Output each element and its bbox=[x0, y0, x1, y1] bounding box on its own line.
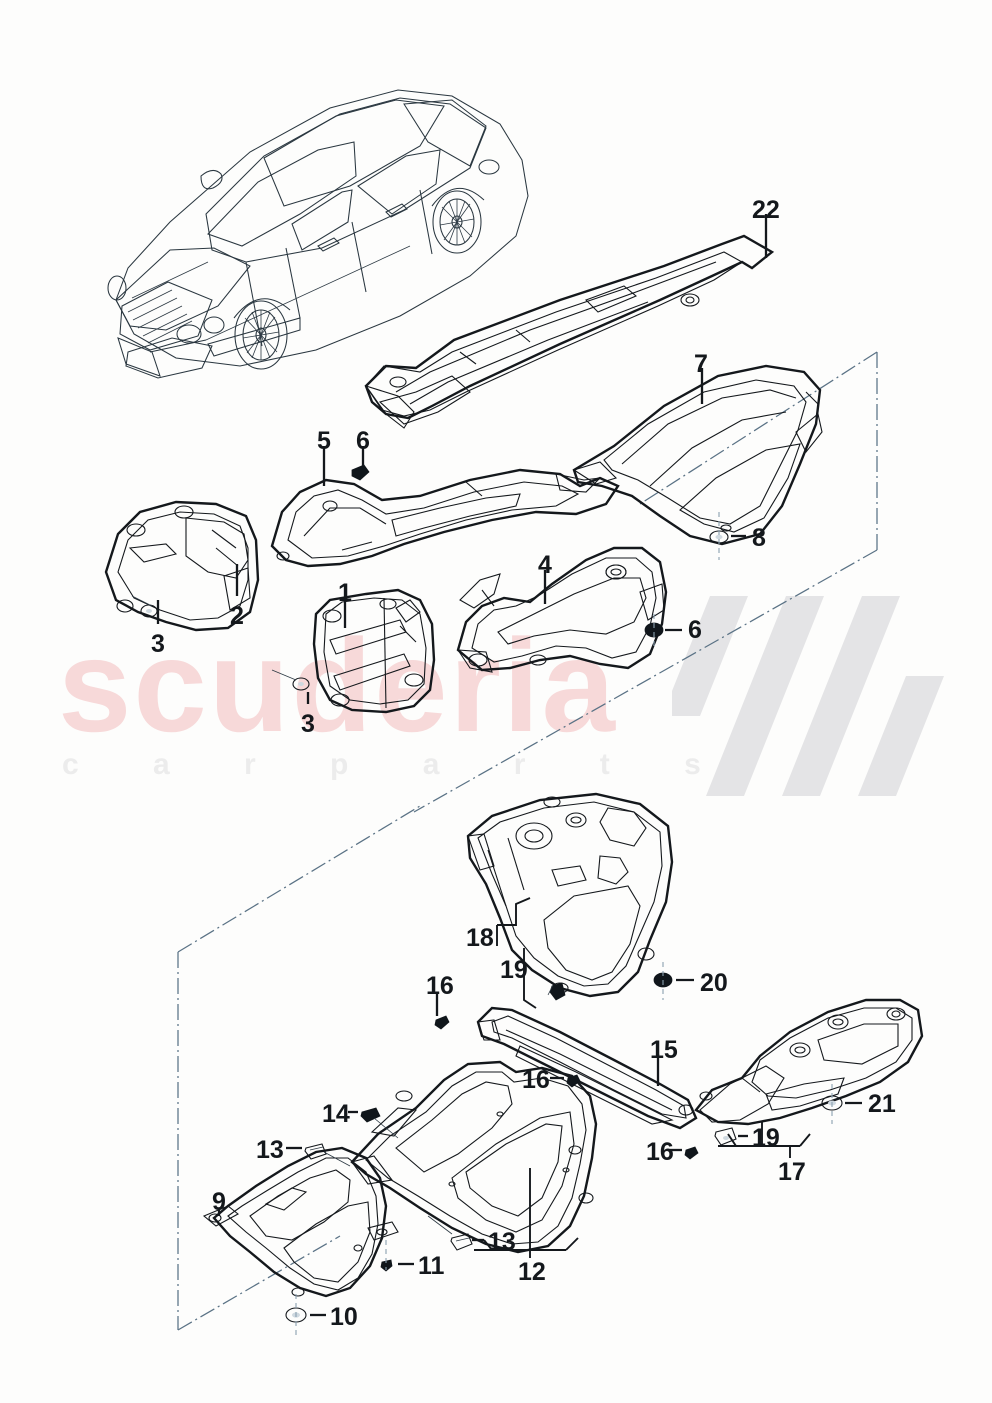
callout-3-a: 3 bbox=[151, 630, 165, 658]
callout-16-a: 16 bbox=[426, 972, 454, 1000]
part-2-heat-shield bbox=[104, 500, 260, 632]
fastener-13-clip-a bbox=[304, 1143, 327, 1160]
callout-6-a: 6 bbox=[356, 427, 370, 455]
group-boundary-upper bbox=[413, 351, 878, 813]
part-12-heat-shield bbox=[350, 1060, 598, 1254]
part-17-heat-shield bbox=[694, 998, 924, 1126]
rear-wheel bbox=[432, 190, 482, 254]
vehicle-illustration bbox=[107, 89, 529, 379]
fastener-8-washer bbox=[709, 512, 729, 560]
part-9-heat-shield bbox=[202, 1146, 399, 1298]
callout-13-b: 13 bbox=[488, 1228, 516, 1256]
callout-11: 11 bbox=[418, 1252, 445, 1280]
part-7-heat-shield bbox=[572, 364, 823, 546]
fastener-16-bolt-c bbox=[684, 1146, 699, 1160]
group-boundary-lower bbox=[177, 805, 421, 1331]
fastener-11-screw bbox=[380, 1240, 393, 1272]
callout-14: 14 bbox=[322, 1100, 350, 1128]
fastener-14-clip bbox=[360, 1107, 381, 1123]
part-22-heat-shield bbox=[364, 234, 775, 429]
callout-20: 20 bbox=[700, 969, 728, 997]
callout-19-a: 19 bbox=[500, 956, 528, 984]
callout-8: 8 bbox=[752, 524, 766, 552]
callout-16-c: 16 bbox=[646, 1138, 674, 1166]
callout-13-a: 13 bbox=[256, 1136, 284, 1164]
callout-17: 17 bbox=[778, 1158, 806, 1186]
callout-21: 21 bbox=[868, 1090, 896, 1118]
callout-1: 1 bbox=[338, 579, 352, 607]
fastener-19-clip-b bbox=[714, 1127, 737, 1146]
callout-18: 18 bbox=[466, 924, 494, 952]
fastener-21-grommet bbox=[821, 1084, 843, 1124]
part-4-heat-shield bbox=[456, 546, 668, 673]
fastener-13-clip-b bbox=[450, 1233, 473, 1251]
callout-5: 5 bbox=[317, 427, 331, 455]
callout-7: 7 bbox=[694, 350, 708, 378]
fastener-16-bolt-b bbox=[566, 1074, 581, 1088]
fastener-3-grommet-b bbox=[292, 677, 310, 691]
callout-4: 4 bbox=[538, 551, 552, 579]
callout-9: 9 bbox=[212, 1188, 226, 1216]
fastener-20-grommet bbox=[653, 962, 673, 1000]
fastener-10-washer bbox=[285, 1294, 307, 1336]
part-18-heat-shield bbox=[466, 792, 674, 998]
callout-10: 10 bbox=[330, 1303, 358, 1331]
callout-15: 15 bbox=[650, 1036, 678, 1064]
part-1-heat-shield bbox=[312, 588, 436, 714]
part-5-heat-shield bbox=[270, 468, 620, 568]
callout-22: 22 bbox=[752, 196, 780, 224]
fastener-19-clip-a bbox=[549, 982, 566, 1001]
fastener-16-bolt-a bbox=[434, 1015, 450, 1030]
leader-lines bbox=[131, 214, 862, 1317]
callout-16-b: 16 bbox=[522, 1066, 550, 1094]
part-15-heat-shield bbox=[476, 1006, 698, 1130]
callout-6-b: 6 bbox=[688, 616, 702, 644]
front-wheel bbox=[234, 300, 288, 370]
callout-12: 12 bbox=[518, 1258, 546, 1286]
callout-2: 2 bbox=[230, 602, 244, 630]
callout-19-b: 19 bbox=[752, 1124, 780, 1152]
fastener-6-grommet-b bbox=[644, 614, 664, 648]
fastener-6-clip-a bbox=[351, 464, 370, 481]
callout-3-b: 3 bbox=[301, 710, 315, 738]
